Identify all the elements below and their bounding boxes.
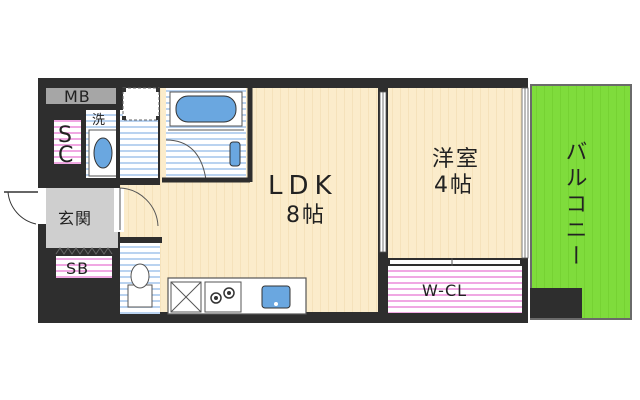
- front-door-swing: [4, 188, 46, 225]
- shoe-closet: [54, 120, 81, 164]
- walk-in-closet-label: W-CL: [422, 281, 467, 300]
- shoe-closet-label-top: S: [58, 123, 74, 148]
- bathtub-icon: [169, 91, 243, 127]
- balcony-area: [530, 84, 632, 320]
- toilet-icon: [127, 263, 153, 308]
- balcony-label: バルコニー: [562, 140, 587, 270]
- wash-machine-space: [122, 87, 160, 121]
- hall-floor: [120, 185, 165, 240]
- walk-in-closet: [388, 266, 522, 313]
- western-room-size-label: 4帖: [434, 173, 474, 198]
- wash-machine-label: 洗: [92, 113, 105, 128]
- washbasin-icon: [88, 129, 120, 177]
- entrance-floor: [46, 188, 118, 248]
- balcony-corner-wall: [530, 288, 582, 318]
- hall-door-swing: [114, 187, 159, 232]
- western-room-label: 洋室: [432, 147, 480, 172]
- meter-box-label: MB: [64, 87, 91, 106]
- ldk-size-label: 8帖: [286, 203, 326, 228]
- sink-icon: [261, 285, 291, 309]
- ldk-label: LDK: [268, 171, 338, 201]
- stove-icon: [204, 281, 242, 313]
- shoe-closet-label-bottom: C: [58, 143, 75, 168]
- entrance-label: 玄関: [58, 209, 92, 228]
- western-room-floor: [388, 88, 522, 258]
- shoe-box-label: SB: [66, 259, 89, 278]
- shoe-box: [56, 256, 112, 278]
- meter-box: [46, 88, 116, 104]
